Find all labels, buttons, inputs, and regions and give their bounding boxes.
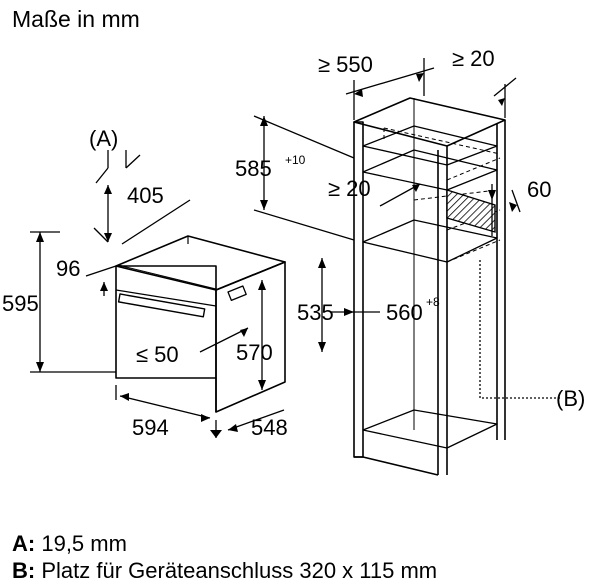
label-60: 60 [527,177,551,202]
oven-drawing [115,235,286,413]
legend-a-key: A: [12,531,36,556]
callout-a: (A) [89,126,118,151]
label-le50: ≤ 50 [136,342,179,367]
label-594: 594 [132,415,169,440]
dimension-arrows [36,73,517,438]
legend-b: B: Platz für Geräteanschluss 320 x 115 m… [12,558,437,584]
oven-top [115,235,286,291]
cabinet-drawing [353,97,506,476]
dimension-labels: (A) 405 96 595 ≤ 50 594 548 535 570 ≥ 55… [2,46,585,440]
label-560: 560 [386,300,423,325]
callout-b: (B) [556,386,585,411]
label-ge20-mid: ≥ 20 [328,176,371,201]
cabinet-shelf-low [362,219,498,263]
label-585-tolerance: +10 [285,153,306,167]
label-96: 96 [56,256,80,281]
connection-space-leader [479,260,560,399]
label-405: 405 [127,183,164,208]
oven-handle [117,293,206,318]
cabinet-shelf-mid [362,149,498,191]
label-570: 570 [236,340,273,365]
label-560-tolerance: +8 [426,295,440,309]
label-585: 585 [235,156,272,181]
legend-b-text: Platz für Geräteanschluss 320 x 115 mm [41,558,438,583]
label-ge20-top: ≥ 20 [452,46,495,71]
label-535: 535 [297,300,334,325]
oven-bracket [227,285,247,301]
cabinet-front-post [353,121,364,458]
legend-a: A: 19,5 mm [12,531,127,557]
oven-side [215,261,286,413]
label-595: 595 [2,291,39,316]
label-ge550: ≥ 550 [318,52,373,77]
cabinet-dimension-lines [253,58,521,313]
cabinet-dashed-outline [383,127,501,263]
cabinet-top [353,97,506,147]
cabinet-shelf-base [362,409,498,449]
cabinet-shelf-top [362,125,498,166]
rear-vent-opening [446,189,496,233]
label-548: 548 [251,415,288,440]
page-title: Maße in mm [12,6,140,32]
legend-a-text: 19,5 mm [41,531,127,556]
legend-b-key: B: [12,558,36,583]
oven-dimension-lines [30,150,323,438]
